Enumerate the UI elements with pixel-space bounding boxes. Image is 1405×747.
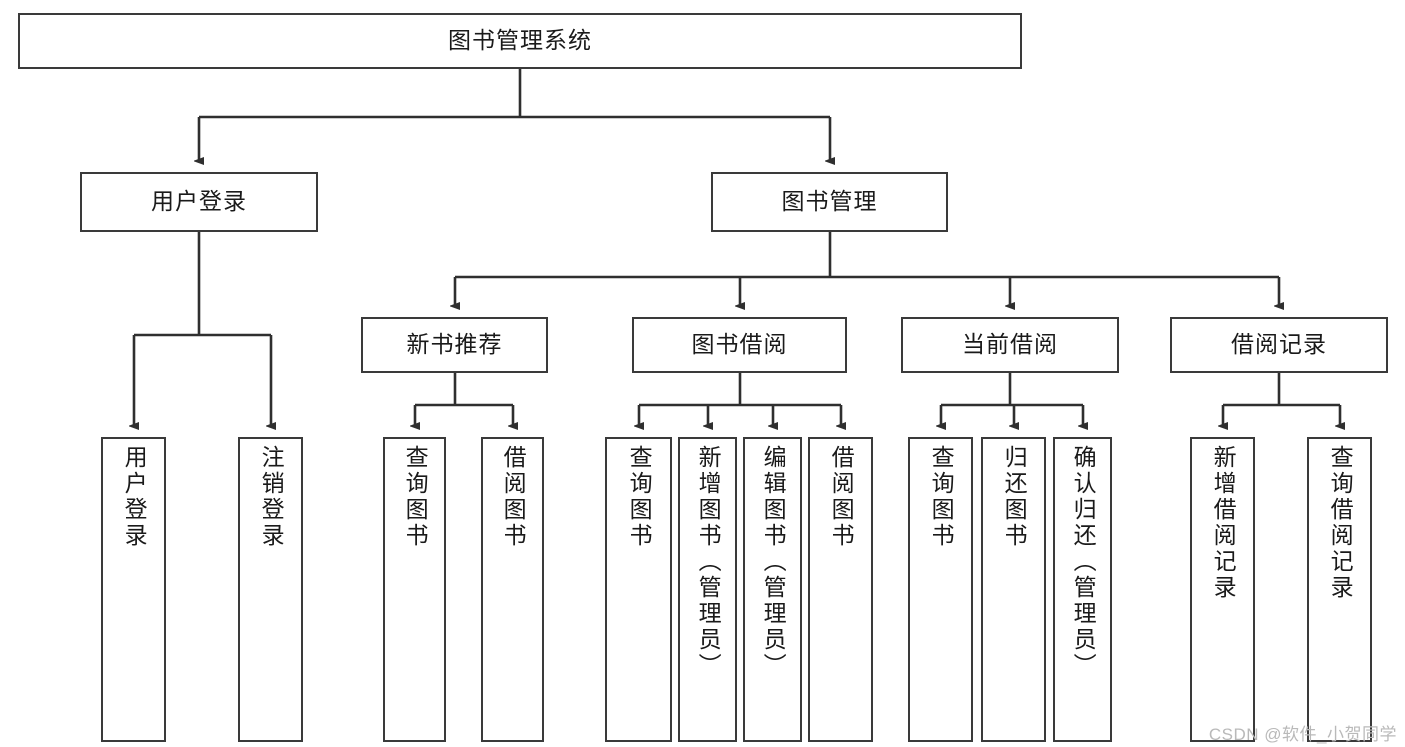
node-borrow-record-label: 借阅记录 (1231, 331, 1327, 358)
node-user-login-label: 用户登录 (151, 188, 247, 215)
leaf-return-book[interactable]: 归还图书 (981, 437, 1046, 742)
node-root[interactable]: 图书管理系统 (18, 13, 1022, 69)
node-book-management[interactable]: 图书管理 (711, 172, 948, 232)
leaf-query-book-current-label: 查询图书 (928, 445, 955, 549)
leaf-query-borrow-record[interactable]: 查询借阅记录 (1307, 437, 1372, 742)
leaf-borrow-book-recommend-label: 借阅图书 (500, 445, 527, 549)
leaf-confirm-return-admin-label: 确认归还（管理员） (1070, 445, 1097, 679)
node-user-login[interactable]: 用户登录 (80, 172, 318, 232)
leaf-add-borrow-record[interactable]: 新增借阅记录 (1190, 437, 1255, 742)
leaf-query-borrow-record-label: 查询借阅记录 (1327, 445, 1354, 601)
node-book-borrow[interactable]: 图书借阅 (632, 317, 847, 373)
leaf-add-book-admin-label: 新增图书（管理员） (695, 445, 722, 679)
leaf-borrow-book-recommend[interactable]: 借阅图书 (481, 437, 544, 742)
leaf-edit-book-admin-label: 编辑图书（管理员） (760, 445, 787, 679)
leaf-query-book-borrow-label: 查询图书 (626, 445, 653, 549)
node-root-label: 图书管理系统 (448, 27, 592, 54)
leaf-borrow-book[interactable]: 借阅图书 (808, 437, 873, 742)
node-current-borrow-label: 当前借阅 (962, 331, 1058, 358)
leaf-query-book-current[interactable]: 查询图书 (908, 437, 973, 742)
leaf-query-book-recommend[interactable]: 查询图书 (383, 437, 446, 742)
leaf-query-book-recommend-label: 查询图书 (402, 445, 429, 549)
node-new-book-recommend[interactable]: 新书推荐 (361, 317, 548, 373)
node-borrow-record[interactable]: 借阅记录 (1170, 317, 1388, 373)
node-book-borrow-label: 图书借阅 (691, 331, 788, 358)
leaf-add-book-admin[interactable]: 新增图书（管理员） (678, 437, 737, 742)
watermark: CSDN @软件_小贺同学 (1208, 725, 1397, 744)
leaf-logout[interactable]: 注销登录 (238, 437, 303, 742)
node-book-management-label: 图书管理 (781, 188, 878, 215)
leaf-add-borrow-record-label: 新增借阅记录 (1210, 445, 1237, 601)
leaf-user-login[interactable]: 用户登录 (101, 437, 166, 742)
node-current-borrow[interactable]: 当前借阅 (901, 317, 1119, 373)
leaf-edit-book-admin[interactable]: 编辑图书（管理员） (743, 437, 802, 742)
leaf-logout-label: 注销登录 (258, 445, 285, 549)
node-new-book-recommend-label: 新书推荐 (406, 331, 503, 358)
leaf-confirm-return-admin[interactable]: 确认归还（管理员） (1053, 437, 1112, 742)
leaf-borrow-book-label: 借阅图书 (828, 445, 855, 549)
leaf-query-book-borrow[interactable]: 查询图书 (605, 437, 672, 742)
leaf-return-book-label: 归还图书 (1001, 445, 1028, 549)
leaf-user-login-label: 用户登录 (121, 445, 148, 549)
